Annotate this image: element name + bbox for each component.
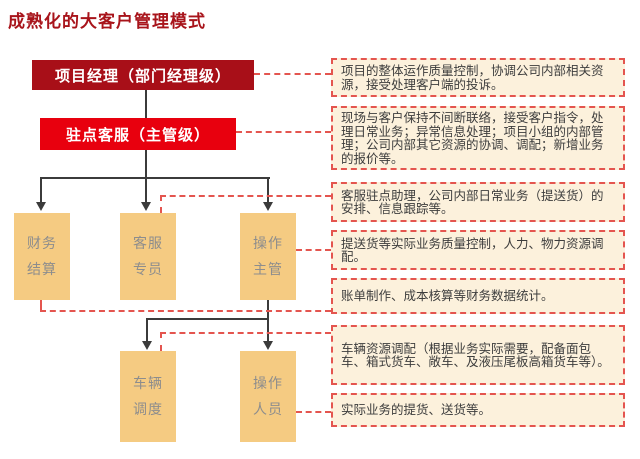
dashed-link-operators-note [296, 411, 331, 413]
node-onsite-service: 驻点客服（主管级） [40, 118, 236, 150]
dashed-link-onsite-note [236, 131, 331, 133]
connector-onsite-stem [145, 150, 147, 179]
arrow-down-icon [142, 341, 152, 350]
page-title: 成熟化的大客户管理模式 [8, 12, 206, 32]
dashed-link-vehicle-note-v [160, 332, 162, 351]
node-vehicle-dispatch: 车辆 调度 [120, 351, 176, 442]
note-operators: 实际业务的提货、送货等。 [331, 393, 625, 427]
note-onsite-service: 现场与客户保持不间断联络，接受客户指令，处理日常业务；异常信息处理；项目小组的内… [331, 106, 625, 170]
node-ops-supervisor: 操作 主管 [240, 213, 296, 300]
arrow-down-icon [141, 202, 151, 211]
node-cs-specialist: 客服 专员 [120, 213, 176, 300]
note-project-manager: 项目的整体运作质量控制，协调公司内部相关资源，接受处理客户端的投诉。 [331, 58, 625, 97]
connector-row1-splitter [40, 177, 270, 179]
note-ops-supervisor: 提送货等实际业务质量控制，人力、物力资源调配。 [331, 230, 625, 270]
connector-ops-stem [267, 300, 269, 319]
node-project-manager: 项目经理（部门经理级） [32, 60, 254, 90]
arrow-down-icon [263, 202, 273, 211]
note-cs-specialist: 客服驻点助理，公司内部日常业务（提送货）的安排、信息跟踪等。 [331, 182, 625, 222]
dashed-link-finance-note-v [40, 300, 42, 311]
dashed-link-cs-note-h [160, 195, 331, 197]
note-finance: 账单制作、成本核算等财务数据统计。 [331, 278, 625, 314]
note-vehicle-dispatch: 车辆资源调配（根据业务实际需要，配备面包车、箱式货车、敞车、及液压尾板高箱货车等… [331, 325, 625, 385]
dashed-link-vehicle-note-h [160, 332, 331, 334]
connector-stem-finance [40, 177, 42, 204]
connector-row2-splitter [146, 318, 269, 320]
dashed-link-ops-note [296, 249, 331, 251]
dashed-link-finance-note-h [40, 310, 331, 312]
node-operators: 操作 人员 [240, 351, 296, 442]
connector-stem-vehicle [146, 318, 148, 342]
connector-pm-to-onsite [145, 90, 147, 118]
arrow-down-icon [263, 341, 273, 350]
dashed-link-pm-note [254, 73, 331, 75]
arrow-down-icon [36, 202, 46, 211]
node-finance: 财务 结算 [14, 213, 70, 300]
connector-stem-cs [145, 177, 147, 204]
connector-stem-ops [267, 177, 269, 204]
dashed-link-cs-note-v [160, 195, 162, 213]
connector-stem-operators [267, 318, 269, 342]
